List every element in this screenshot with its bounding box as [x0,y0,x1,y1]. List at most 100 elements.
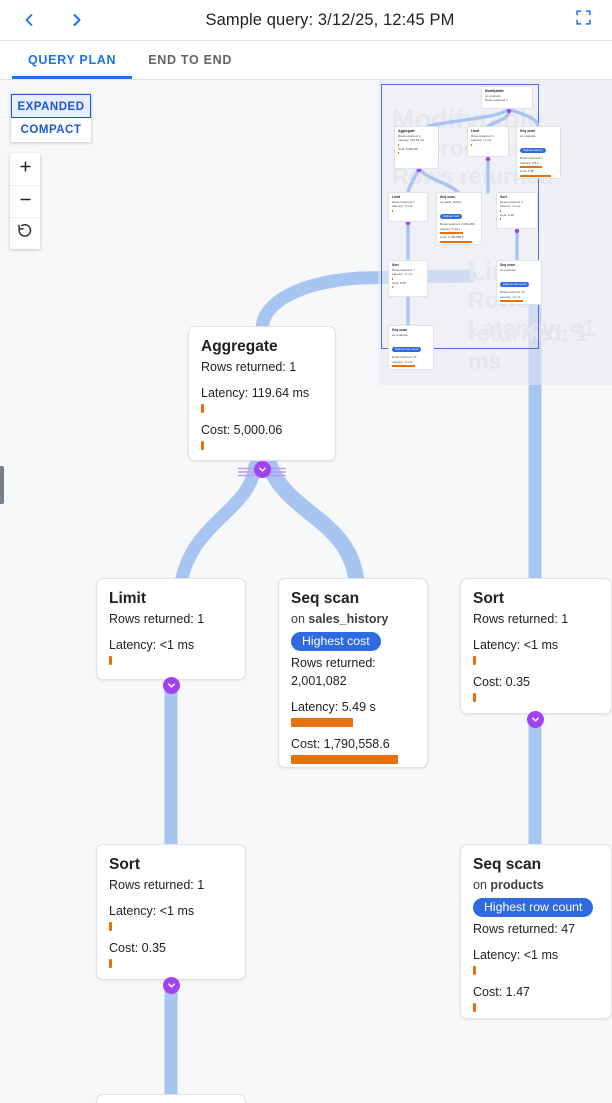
node-table-name: sales_history [308,612,389,626]
chevron-left-icon [19,10,39,30]
minimap-node-rows: Rows returned: 47 [392,355,417,360]
canvas-scroll-indicator[interactable] [0,466,4,504]
minimap-latency-bar [392,209,393,212]
node-title: Sort [473,590,504,607]
zoom-in-button[interactable] [10,153,40,185]
minimap-cost-bar [520,174,552,177]
node-rows: Rows returned: 1 [109,878,205,892]
node-latency-metric: Latency: 119.64 ms [201,384,323,413]
minimap-edges [405,108,540,327]
plan-edges [164,263,542,1103]
forward-button[interactable] [62,5,92,35]
zoom-control-group [10,153,40,249]
minimap-node-title: Sort [392,263,399,267]
minimap-node-cost: Cost: 5,000.06 [398,146,418,151]
minimap-node-rows: Rows returned: 1 [392,268,415,272]
minus-icon [18,192,33,212]
collapse-handle-sort-right[interactable] [527,711,544,728]
minimap-node-title: Limit [392,195,401,199]
minimap-node-latency: Latency: 5.49 s [440,226,461,231]
minimap-node-latency: Latency: <1 ms [392,204,413,209]
cost-bar [291,755,398,764]
collapse-handle-sort-left[interactable] [163,977,180,994]
node-title: Seq scan [291,590,360,607]
plan-node-sort-right[interactable]: Sort Rows returned: 1 Latency: <1 ms Cos… [460,578,612,714]
node-cost: Cost: 1,790,558.6 [291,737,390,751]
minimap-node-title: Seq scan [500,263,515,267]
fullscreen-button[interactable] [568,5,598,35]
node-cost: Cost: 1.47 [473,985,530,999]
reset-zoom-button[interactable] [10,217,40,249]
minimap-node-rows: Rows returned: 2,001,082 [440,222,475,227]
node-latency: Latency: <1 ms [473,948,559,962]
minimap-node-rows: Rows returned: 1 [485,98,508,103]
minimap-node-latency: Latency: <1 ms [392,359,413,364]
minimap-node-rows: Rows returned: 1 [520,156,543,161]
node-table-name: products [490,878,544,892]
collapse-handle-aggregate[interactable] [254,461,271,478]
plan-node-aggregate[interactable]: Aggregate Rows returned: 1 Latency: 119.… [188,326,336,461]
minimap-cost-bar [500,218,501,221]
node-title: Aggregate [201,338,278,355]
minimap-cost-bar [398,152,399,155]
expanded-mode-button[interactable]: EXPANDED [11,94,91,118]
plan-node-sort-left[interactable]: Sort Rows returned: 1 Latency: <1 ms Cos… [96,844,246,980]
minimap-node-rows: Rows returned: 1 [398,134,421,138]
minimap-node-latency: Latency: <1 ms [500,204,521,209]
plan-canvas[interactable]: Modifytable on products Rows returned Li… [0,80,612,1103]
cost-bar [201,441,204,450]
minimap-node-badge: Highest row count [500,282,530,288]
latency-bar [473,656,476,665]
node-relation: on sales_history [291,610,415,628]
node-title: Limit [109,590,147,607]
chevron-right-icon [67,10,87,30]
zoom-out-button[interactable] [10,185,40,217]
compact-mode-button[interactable]: COMPACT [11,118,91,142]
plan-node-seqscan-products-right[interactable]: Seq scan on products Highest row count R… [460,844,612,1019]
latency-bar [473,966,476,975]
plan-node-limit[interactable]: Limit Rows returned: 1 Latency: <1 ms [96,578,246,680]
status-badge-highest-row-count: Highest row count [473,898,594,917]
minimap-latency-bar [500,300,523,303]
minimap-node-title: Limit [471,129,480,133]
tab-query-plan[interactable]: QUERY PLAN [12,41,133,79]
minimap-node-badge: Highest cost [440,214,462,220]
node-rows: Rows returned: 2,001,082 [291,656,376,688]
node-latency-metric: Latency: <1 ms [109,636,233,665]
fullscreen-icon [575,9,592,31]
minimap-node-rows: Rows returned: 47 [500,290,525,295]
minimap-latency-bar [471,143,472,146]
node-cost: Cost: 0.35 [109,941,166,955]
plan-node-seqscan-sales-history[interactable]: Seq scan on sales_history Highest cost R… [278,578,428,768]
node-cost-metric: Cost: 5,000.06 [201,421,323,450]
tab-end-to-end[interactable]: END TO END [132,41,248,79]
status-badge-highest-cost: Highest cost [291,632,381,651]
collapse-handle-limit[interactable] [163,677,180,694]
node-latency-metric: Latency: <1 ms [473,946,599,975]
node-cost: Cost: 5,000.06 [201,423,283,437]
back-button[interactable] [14,5,44,35]
node-latency-metric: Latency: 5.49 s [291,698,415,727]
node-latency-metric: Latency: <1 ms [473,636,599,665]
cost-bar [109,959,112,968]
page-title: Sample query: 3/12/25, 12:45 PM [205,10,455,29]
minimap-node-rows: Rows returned: 1 [471,134,494,138]
minimap-node-relation: on products [485,94,501,98]
minimap-node-title: Modifytable [485,89,504,93]
minimap-node-rows: Rows returned: 1 [392,200,415,204]
minimap-node-latency: Latency: <1 ms [500,294,521,299]
minimap-cost-bar [440,240,473,243]
minimap-node-latency: Latency: <1 ms [392,272,413,277]
minimap-latency-bar [500,209,501,212]
node-latency: Latency: <1 ms [109,904,195,918]
plan-node-seqscan-products-bottom[interactable]: Seq scan on products Highest row count R… [96,1094,246,1103]
